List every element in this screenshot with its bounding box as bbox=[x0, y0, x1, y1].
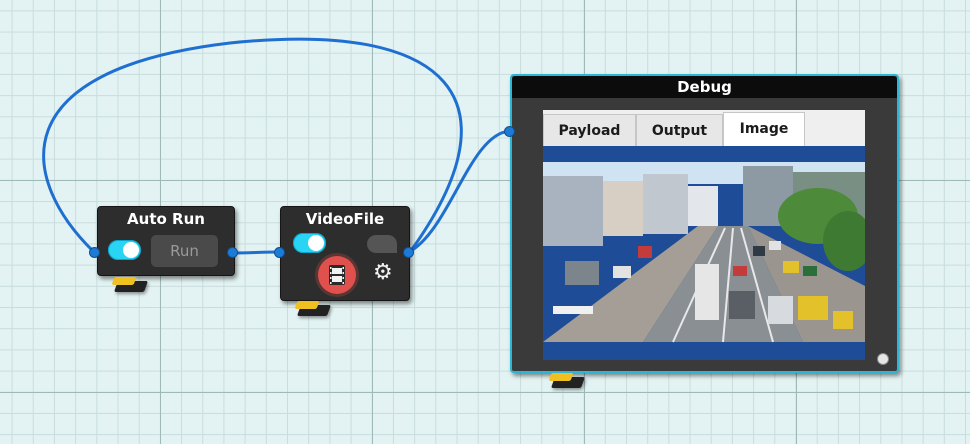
resize-handle[interactable] bbox=[877, 353, 889, 365]
debug-image-frame bbox=[543, 146, 865, 360]
videofile-node[interactable]: VideoFile ⚙ bbox=[280, 206, 410, 301]
videofile-output-port[interactable] bbox=[403, 247, 414, 258]
debug-input-port[interactable] bbox=[504, 126, 515, 137]
debug-tab-bar: Payload Output Image bbox=[543, 110, 865, 147]
tab-output[interactable]: Output bbox=[636, 114, 723, 146]
run-button[interactable]: Run bbox=[151, 235, 218, 267]
wire-autorun-to-videofile bbox=[233, 250, 280, 255]
film-icon[interactable] bbox=[318, 256, 356, 294]
wire-videofile-to-debug bbox=[408, 129, 511, 254]
toggle-knob bbox=[123, 242, 139, 258]
speech-bubble-icon[interactable] bbox=[367, 235, 397, 253]
videofile-toggle[interactable] bbox=[293, 233, 326, 253]
street-scene-image bbox=[543, 146, 865, 360]
auto-run-output-port[interactable] bbox=[227, 247, 238, 258]
auto-run-node[interactable]: Auto Run Run bbox=[97, 206, 235, 276]
auto-run-node-tag[interactable] bbox=[113, 281, 149, 292]
videofile-node-tag[interactable] bbox=[296, 305, 332, 316]
debug-node-tag[interactable] bbox=[550, 377, 586, 388]
gear-icon[interactable]: ⚙ bbox=[373, 260, 393, 285]
auto-run-title: Auto Run bbox=[127, 210, 205, 228]
tab-payload[interactable]: Payload bbox=[543, 114, 636, 146]
wire-autorun-loop bbox=[42, 37, 463, 254]
debug-title: Debug bbox=[512, 76, 897, 98]
videofile-title: VideoFile bbox=[305, 210, 385, 228]
auto-run-toggle[interactable] bbox=[108, 240, 141, 260]
tab-image[interactable]: Image bbox=[723, 112, 805, 147]
videofile-input-port[interactable] bbox=[274, 247, 285, 258]
auto-run-input-port[interactable] bbox=[89, 247, 100, 258]
toggle-knob bbox=[308, 235, 324, 251]
